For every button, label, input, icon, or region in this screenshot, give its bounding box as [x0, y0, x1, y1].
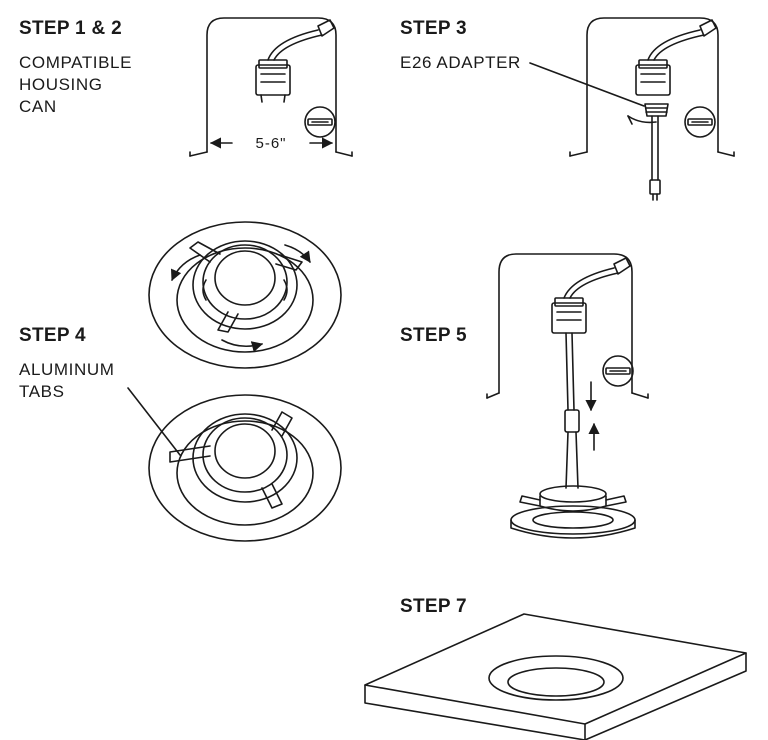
- step-1-2-title: STEP 1 & 2: [19, 18, 122, 39]
- compatible-label: COMPATIBLE: [19, 53, 133, 72]
- can-label: CAN: [19, 97, 57, 116]
- step-4-title: STEP 4: [19, 325, 86, 346]
- step-7-title: STEP 7: [400, 596, 467, 617]
- housing-can-3: [569, 17, 735, 201]
- step-5-title: STEP 5: [400, 325, 467, 346]
- tabs-label: TABS: [19, 382, 65, 401]
- adapter-leader-line: [529, 62, 645, 107]
- housing-can-1: [189, 17, 353, 157]
- aluminum-label: ALUMINUM: [19, 360, 115, 379]
- trim-tabs: [148, 394, 342, 542]
- trim-rotate: [148, 221, 342, 369]
- dimension-label: 5-6": [255, 135, 286, 152]
- tabs-leader-line: [127, 387, 181, 456]
- ceiling-panel: [364, 613, 747, 740]
- e26-adapter-label: E26 ADAPTER: [400, 53, 521, 72]
- housing-can-5: [486, 253, 649, 539]
- housing-label: HOUSING: [19, 75, 103, 94]
- step-3-title: STEP 3: [400, 18, 467, 39]
